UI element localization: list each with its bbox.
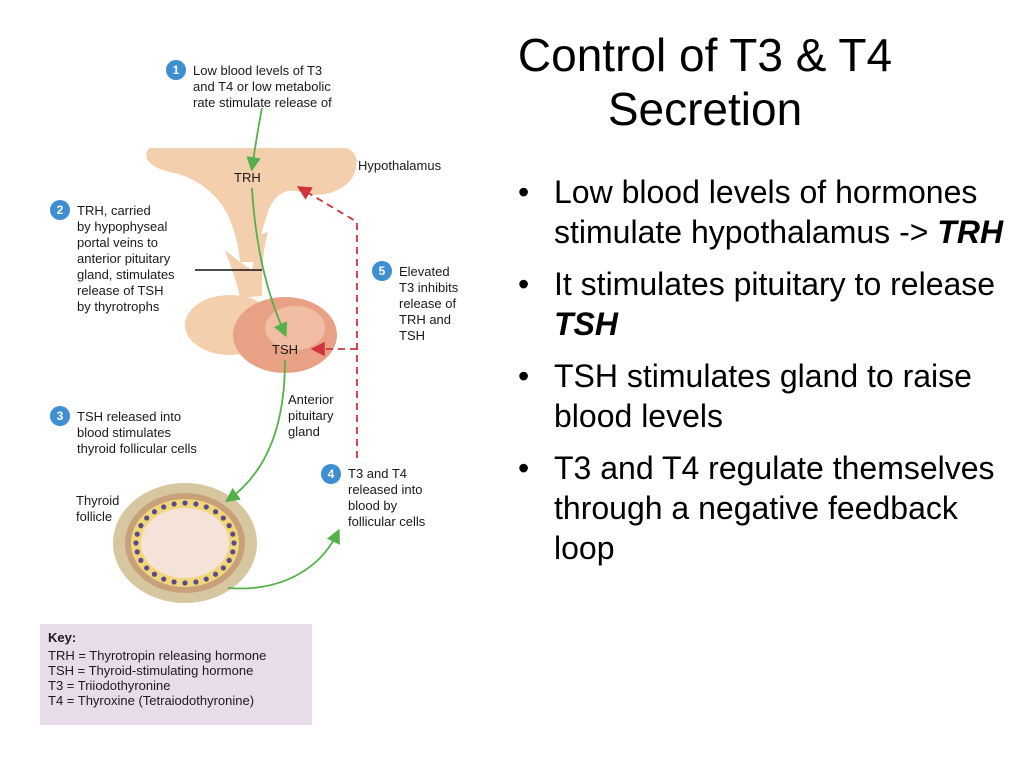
follicle-cell-nucleus [151,509,158,515]
follicle-cell-nucleus [203,504,209,510]
follicle-cell-nucleus [203,576,209,582]
step-3: 3 TSH released into blood stimulates thy… [50,406,197,456]
key-title: Key: [48,630,77,645]
svg-text:T3 and T4 released into: T3 and T4 released into blood by follicu… [348,466,426,529]
title-line-1: Control of T3 & T4 [517,29,893,81]
feedback-diagram: Hypothalamus TRH TSH Anterior pituitary … [50,60,462,603]
svg-text:5: 5 [379,264,386,278]
step-3-number-circle [50,406,70,426]
bullet-text: It stimulates pituitary to release [554,266,996,302]
bullet-emphasis: TRH [937,214,1004,250]
follicle-cell-nucleus [226,557,232,563]
key-item: TRH = Thyrotropin releasing hormone [48,648,267,663]
arrow-tsh-to-follicle [225,359,286,503]
svg-text:3: 3 [57,409,64,423]
svg-text:TRH, carried by hypophys: TRH, carried by hypophyseal portal veins… [77,203,178,314]
arrow-follicle-release [227,528,340,590]
follicle-cell-nucleus [161,576,167,582]
hypothalamus-label: Hypothalamus [358,158,442,173]
follicle-cell-nucleus [138,557,144,563]
follicle-cell-nucleus [161,504,167,510]
trh-label: TRH [234,170,261,185]
follicle-cell-nucleus [182,500,188,506]
anterior-pituitary-label: Anterior pituitary gland [288,392,337,439]
svg-text:2: 2 [57,203,64,217]
follicle-cell-nucleus [134,531,140,537]
thyroid-follicle-label: Thyroid follicle [76,493,123,524]
pituitary-stalk [225,232,268,298]
follicle-cell-nucleus [212,509,219,515]
bullet-emphasis: TSH [554,306,618,342]
step-4: 4 T3 and T4 released into blood by folli… [321,464,426,529]
svg-text:Low blood levels of T3 a: Low blood levels of T3 and T4 or low met… [193,63,334,110]
bullet-text: Low blood levels of hormones stimulate h… [554,174,978,250]
bullet-item: It stimulates pituitary to release TSH [512,264,1012,344]
bullet-text: T3 and T4 regulate themselves through a … [554,450,995,566]
follicle-cell-nucleus [171,501,177,507]
svg-text:1: 1 [173,63,180,77]
svg-text:4: 4 [328,467,335,481]
follicle-cell-nucleus [193,579,199,585]
follicle-cell-nucleus [212,571,219,577]
slide-title: Control of T3 & T4 Secretion [470,28,940,136]
follicle-cell-nucleus [220,515,226,521]
follicle-cell-nucleus [230,531,236,537]
follicle-cell-nucleus [193,501,199,507]
step-4-number-circle [321,464,341,484]
bullet-item: T3 and T4 regulate themselves through a … [512,448,1012,568]
key-box: Key: TRH = Thyrotropin releasing hormone… [40,624,312,725]
arrow-trh-to-tsh [251,187,288,338]
follicle-cell-nucleus [220,565,226,571]
bullet-item: Low blood levels of hormones stimulate h… [512,172,1012,252]
tsh-label: TSH [272,342,298,357]
bullet-item: TSH stimulates gland to raise blood leve… [512,356,1012,436]
key-item: T3 = Triiodothyronine [48,678,171,693]
key-item: TSH = Thyroid-stimulating hormone [48,663,254,678]
step-2-number-circle [50,200,70,220]
svg-text:Elevated T3 inhibits: Elevated T3 inhibits release of TRH and … [399,264,462,343]
title-line-2: Secretion [607,83,803,135]
step-2: 2 TRH, carried by hypophyseal portal vei… [50,200,178,314]
follicle-cell-nucleus [171,579,177,585]
bullet-list: Low blood levels of hormones stimulate h… [512,172,1012,580]
follicle-cell-nucleus [133,540,139,546]
follicle-cell-nucleus [226,523,232,529]
step-1-number-circle [166,60,186,80]
follicle-cell-nucleus [144,515,150,521]
follicle-cell-nucleus [151,571,158,577]
thyroid-follicle-shape [113,483,257,603]
follicle-cell-nucleus [230,549,236,555]
follicle-cell-nucleus [182,580,188,586]
follicle-cell-nucleus [134,549,140,555]
arrow-to-trh [246,107,263,172]
svg-text:TSH released into blood: TSH released into blood stimulates thyro… [77,409,197,456]
key-item: T4 = Thyroxine (Tetraiodothyronine) [48,693,255,708]
step-5-number-circle [372,261,392,281]
hypothalamus-shape [146,148,357,262]
feedback-line [296,186,358,458]
step-5: 5 Elevated T3 inhibits release of TRH an… [372,261,462,343]
step-1: 1 Low blood levels of T3 and T4 or low m… [166,60,334,110]
bullet-text: TSH stimulates gland to raise blood leve… [554,358,972,434]
follicle-cell-nucleus [231,540,237,546]
follicle-cell-nucleus [138,523,144,529]
follicle-cell-nucleus [144,565,150,571]
